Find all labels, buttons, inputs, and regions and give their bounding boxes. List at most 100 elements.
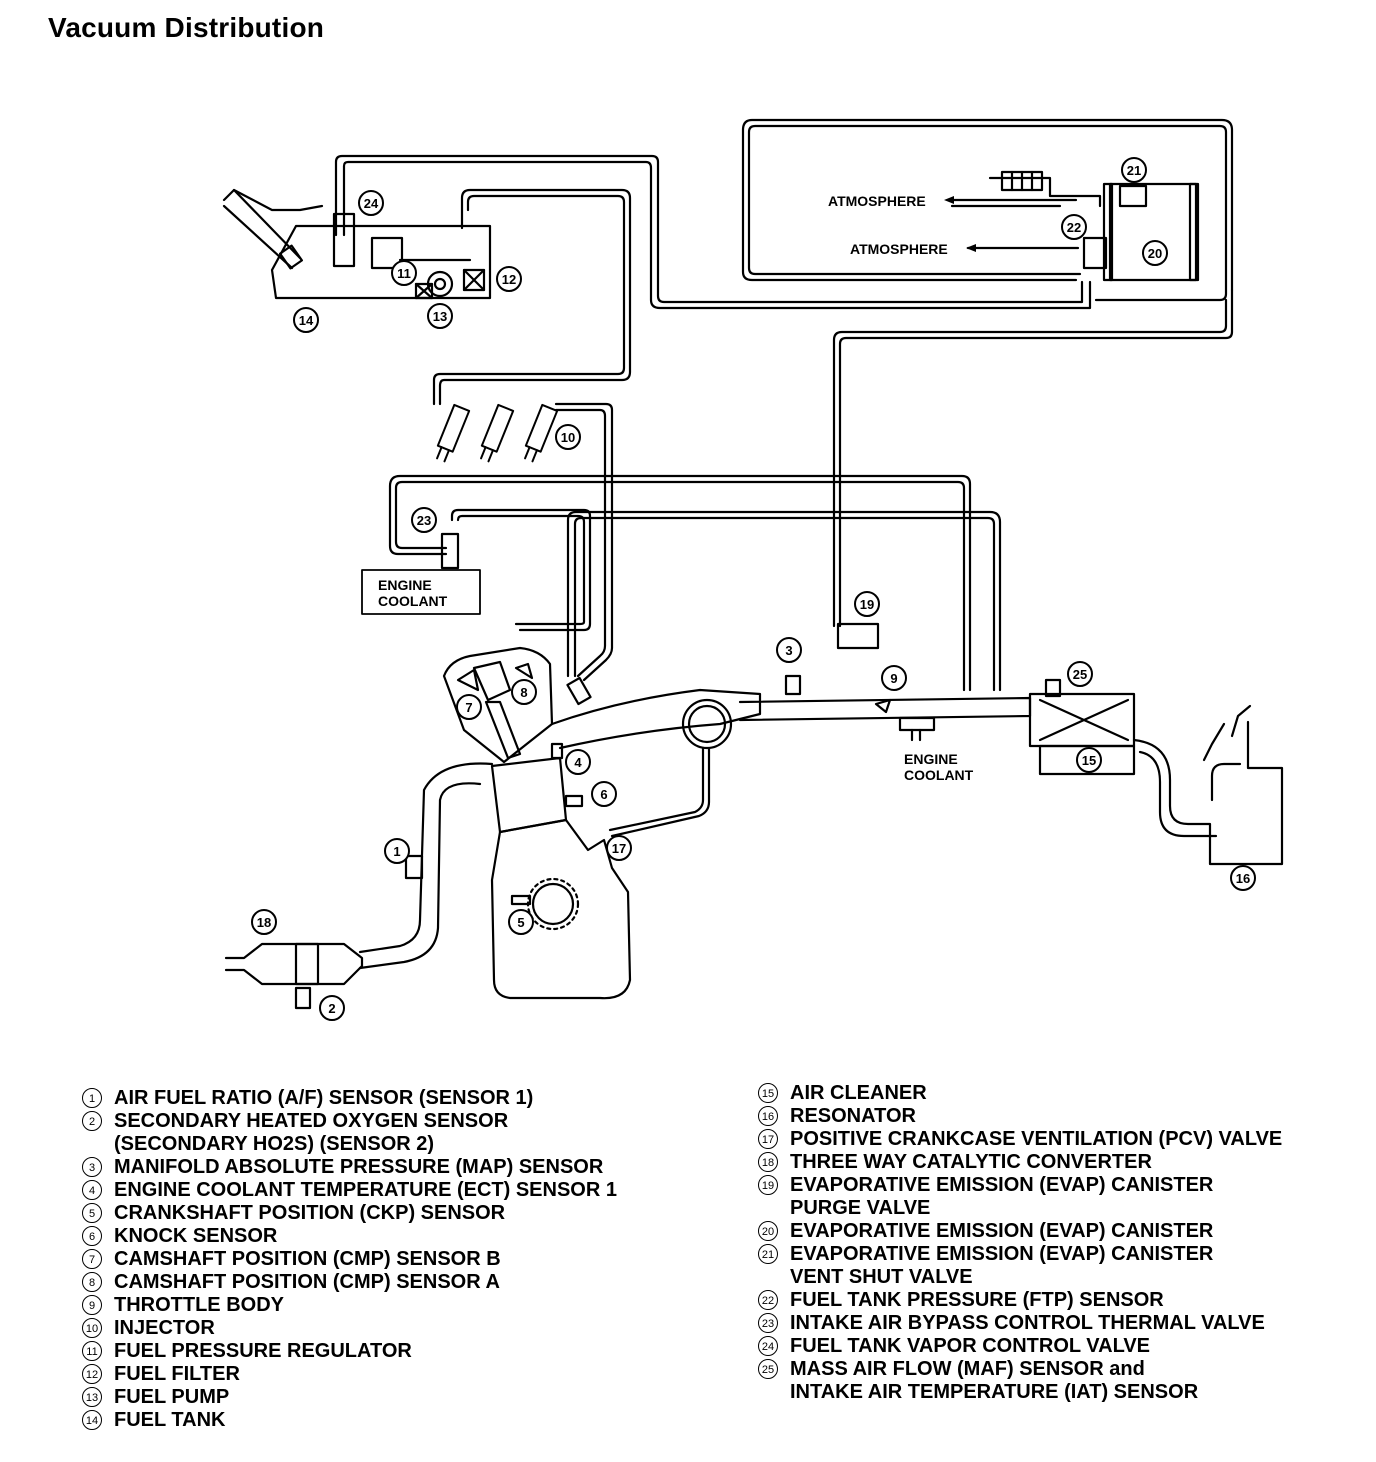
callout-circle-20 <box>1142 240 1168 266</box>
callout-number-2: 2 <box>328 1001 335 1016</box>
legend-number-19: 19 <box>758 1175 778 1195</box>
legend-text-18: THREE WAY CATALYTIC CONVERTER <box>790 1151 1152 1173</box>
callout-number-10: 10 <box>561 430 575 445</box>
callout-circle-14 <box>293 307 319 333</box>
legend-number-2: 2 <box>82 1111 102 1131</box>
engine-coolant-label-2: ENGINE COOLANT <box>904 751 974 783</box>
callout-circle-5 <box>508 909 534 935</box>
callout-number-22: 22 <box>1067 220 1081 235</box>
legend-item-15: 15 AIR CLEANER <box>758 1082 1282 1105</box>
legend-number-12: 12 <box>82 1364 102 1384</box>
legend-number-16: 16 <box>758 1106 778 1126</box>
callout-number-21: 21 <box>1127 163 1141 178</box>
legend-number-22: 22 <box>758 1290 778 1310</box>
legend-number-14: 14 <box>82 1410 102 1430</box>
catalytic-converter <box>224 942 364 1010</box>
legend-number-25: 25 <box>758 1359 778 1379</box>
legend-text-13: FUEL PUMP <box>114 1386 230 1408</box>
legend-item-18: 18 THREE WAY CATALYTIC CONVERTER <box>758 1151 1282 1174</box>
legend-number-7: 7 <box>82 1249 102 1269</box>
callout-number-18: 18 <box>257 915 271 930</box>
legend-text-23: INTAKE AIR BYPASS CONTROL THERMAL VALVE <box>790 1312 1265 1334</box>
callout-circle-19 <box>854 591 880 617</box>
callout-number-23: 23 <box>417 513 431 528</box>
engine-coolant-2-line2: COOLANT <box>904 767 974 783</box>
legend-number-23: 23 <box>758 1313 778 1333</box>
legend-text-20: EVAPORATIVE EMISSION (EVAP) CANISTER <box>790 1220 1214 1242</box>
legend-text-14: FUEL TANK <box>114 1409 226 1431</box>
injectors <box>436 403 559 463</box>
callout-number-1: 1 <box>393 844 400 859</box>
callout-number-15: 15 <box>1082 753 1096 768</box>
callout-circle-11 <box>391 260 417 286</box>
callout-number-7: 7 <box>465 700 472 715</box>
legend-number-20: 20 <box>758 1221 778 1241</box>
callout-circle-18 <box>251 909 277 935</box>
legend-text-12: FUEL FILTER <box>114 1363 240 1385</box>
callout-circle-6 <box>591 781 617 807</box>
callout-number-20: 20 <box>1148 246 1162 261</box>
legend-item-23: 23 INTAKE AIR BYPASS CONTROL THERMAL VALV… <box>758 1312 1282 1335</box>
callout-number-17: 17 <box>612 841 626 856</box>
engine-coolant-1-line2: COOLANT <box>378 593 448 609</box>
page-title: Vacuum Distribution <box>48 12 325 43</box>
callout-number-14: 14 <box>299 313 314 328</box>
engine-coolant-label-1: ENGINE COOLANT <box>378 577 448 609</box>
engine-block <box>358 646 1032 1000</box>
evap-canister <box>950 170 1200 282</box>
callout-circle-2 <box>319 995 345 1021</box>
callout-number-5: 5 <box>517 915 524 930</box>
intake-sensors <box>566 622 1062 742</box>
legend-number-18: 18 <box>758 1152 778 1172</box>
callout-number-16: 16 <box>1236 871 1250 886</box>
legend-item-12: 12 FUEL FILTER <box>82 1363 617 1386</box>
legend-text-2: SECONDARY HEATED OXYGEN SENSOR (SECONDAR… <box>114 1110 509 1155</box>
vacuum-hoses <box>334 118 1234 838</box>
legend-text-25: MASS AIR FLOW (MAF) SENSOR and INTAKE AI… <box>790 1358 1199 1403</box>
legend-number-5: 5 <box>82 1203 102 1223</box>
callout-number-3: 3 <box>785 643 792 658</box>
legend-number-11: 11 <box>82 1341 102 1361</box>
legend-number-15: 15 <box>758 1083 778 1103</box>
callout-circle-10 <box>555 424 581 450</box>
callout-circle-9 <box>881 665 907 691</box>
legend-number-6: 6 <box>82 1226 102 1246</box>
callout-number-9: 9 <box>890 671 897 686</box>
legend-number-10: 10 <box>82 1318 102 1338</box>
legend-text-17: POSITIVE CRANKCASE VENTILATION (PCV) VAL… <box>790 1128 1283 1150</box>
callout-number-6: 6 <box>600 787 607 802</box>
legend-text-15: AIR CLEANER <box>790 1082 927 1104</box>
callout-number-25: 25 <box>1073 667 1087 682</box>
legend-text-10: INJECTOR <box>114 1317 215 1339</box>
legend-text-8: CAMSHAFT POSITION (CMP) SENSOR A <box>114 1271 500 1293</box>
callout-number-12: 12 <box>502 272 516 287</box>
legend-number-4: 4 <box>82 1180 102 1200</box>
legend-number-24: 24 <box>758 1336 778 1356</box>
legend-number-21: 21 <box>758 1244 778 1264</box>
callout-circle-22 <box>1061 214 1087 240</box>
legend-text-7: CAMSHAFT POSITION (CMP) SENSOR B <box>114 1248 501 1270</box>
atmosphere-label-1: ATMOSPHERE <box>828 193 926 209</box>
legend-text-3: MANIFOLD ABSOLUTE PRESSURE (MAP) SENSOR <box>114 1156 604 1178</box>
callout-circle-4 <box>565 749 591 775</box>
engine-coolant-2-line: ENGINE <box>904 751 958 767</box>
callout-number-8: 8 <box>520 685 527 700</box>
callout-circle-17 <box>606 835 632 861</box>
legend-text-6: KNOCK SENSOR <box>114 1225 278 1247</box>
callout-circle-25 <box>1067 661 1093 687</box>
